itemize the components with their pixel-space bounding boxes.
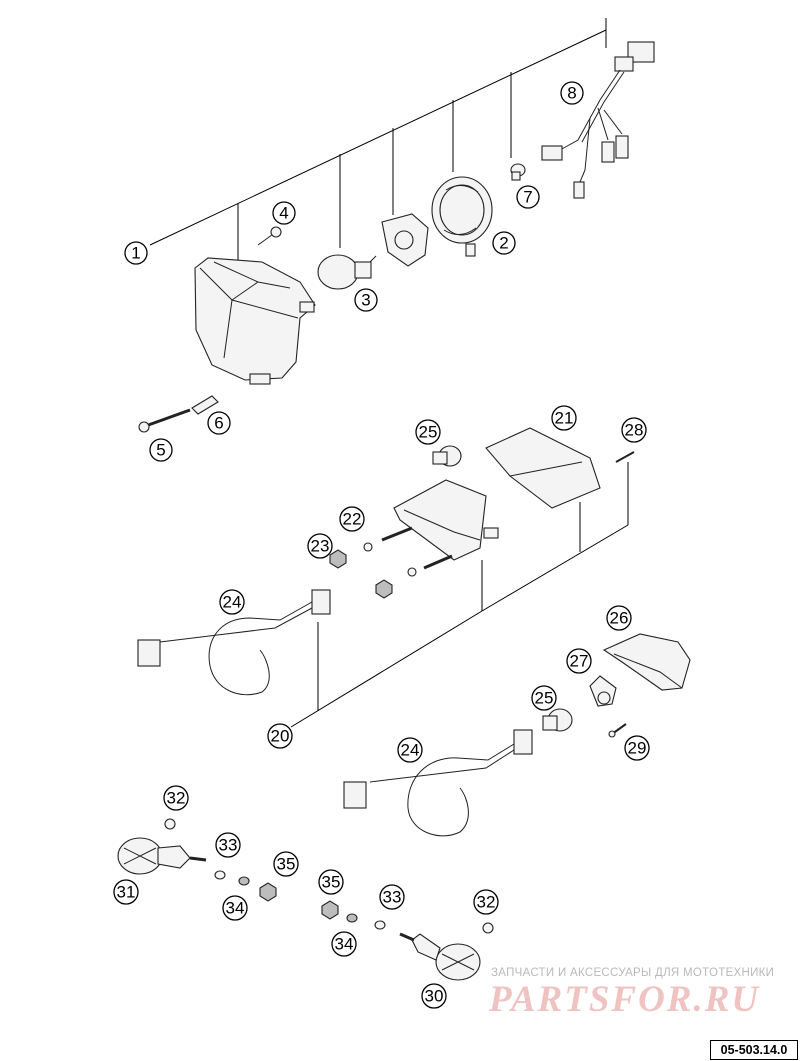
callout: 2 xyxy=(492,231,516,255)
callout: 35 xyxy=(273,851,299,877)
callout-label: 29 xyxy=(628,739,647,758)
callout: 3 xyxy=(354,288,378,312)
headlight-housing xyxy=(194,257,316,385)
tail-bolts-22 xyxy=(363,526,453,577)
callout-label: 35 xyxy=(322,873,341,892)
bracket-27 xyxy=(589,675,617,707)
callout: 4 xyxy=(272,201,296,225)
small-bulb-7 xyxy=(510,163,526,181)
callout: 24 xyxy=(397,737,423,763)
cover-26 xyxy=(602,633,691,691)
washer-33-right xyxy=(374,920,386,930)
retaining-ring xyxy=(381,213,429,267)
callout: 7 xyxy=(516,185,540,209)
callout: 22 xyxy=(339,506,365,532)
callout: 32 xyxy=(473,889,499,915)
callout: 1 xyxy=(124,241,148,265)
callout: 28 xyxy=(621,417,647,443)
callout: 21 xyxy=(551,405,577,431)
nuts-23 xyxy=(329,549,393,599)
callout: 20 xyxy=(267,723,293,749)
leader-lines xyxy=(149,18,629,728)
callout-label: 32 xyxy=(477,893,496,912)
wiring-harness-8 xyxy=(541,41,655,199)
callout-label: 8 xyxy=(567,84,576,103)
callout-label: 25 xyxy=(535,689,554,708)
bulb-25-lower xyxy=(542,708,573,732)
nut-35-right xyxy=(321,900,339,920)
callout-label: 7 xyxy=(523,188,532,207)
callout-label: 32 xyxy=(167,789,186,808)
watermark-brand: PARTSFOR.RU xyxy=(489,979,761,1020)
callout-label: 33 xyxy=(219,836,238,855)
callout: 31 xyxy=(113,879,139,905)
callout-label: 34 xyxy=(226,899,245,918)
callout: 24 xyxy=(219,589,245,615)
rubber-cover-2 xyxy=(431,176,493,257)
callout: 33 xyxy=(379,884,405,910)
callout-label: 34 xyxy=(335,935,354,954)
callout-label: 25 xyxy=(419,423,438,442)
callout-label: 4 xyxy=(279,204,288,223)
callout-label: 24 xyxy=(223,593,242,612)
callout-label: 1 xyxy=(131,244,140,263)
screw-32-left xyxy=(164,818,176,830)
lockwasher-34-left xyxy=(238,876,250,886)
screw-5 xyxy=(138,408,191,433)
screw-29 xyxy=(608,723,627,738)
screw-28 xyxy=(615,451,635,463)
cable-24-lower xyxy=(343,729,533,837)
lockwasher-34-right xyxy=(346,913,358,923)
tail-light-housing xyxy=(393,479,499,561)
callout-label: 20 xyxy=(271,727,290,746)
callout: 25 xyxy=(415,419,441,445)
callout: 27 xyxy=(566,648,592,674)
callout: 6 xyxy=(207,411,231,435)
spacer-6 xyxy=(191,395,219,415)
callout: 8 xyxy=(560,81,584,105)
callout-label: 30 xyxy=(425,987,444,1006)
callout: 5 xyxy=(149,438,173,462)
turn-signal-31 xyxy=(117,837,207,875)
callout-label: 26 xyxy=(610,609,629,628)
callout: 33 xyxy=(215,832,241,858)
callout-label: 33 xyxy=(383,888,402,907)
callout: 26 xyxy=(606,605,632,631)
callout-label: 35 xyxy=(277,855,296,874)
callout-label: 2 xyxy=(499,234,508,253)
screw-32-right xyxy=(482,922,494,934)
callout-label: 28 xyxy=(625,421,644,440)
callout: 34 xyxy=(222,895,248,921)
callout-label: 3 xyxy=(361,291,370,310)
callout: 23 xyxy=(307,533,333,559)
lens-21 xyxy=(485,427,601,509)
nut-35-left xyxy=(259,882,277,902)
callout-label: 22 xyxy=(343,510,362,529)
callout-label: 6 xyxy=(214,414,223,433)
bulb-3 xyxy=(317,254,377,290)
watermark-subtitle: ЗАПЧАСТИ И АКСЕССУАРЫ ДЛЯ МОТОТЕХНИКИ xyxy=(491,967,775,979)
screw-4 xyxy=(257,226,282,246)
callout-label: 23 xyxy=(311,537,330,556)
cable-24-upper xyxy=(137,589,331,696)
callout-label: 5 xyxy=(156,441,165,460)
callout-label: 24 xyxy=(401,741,420,760)
callout: 30 xyxy=(421,983,447,1009)
turn-signal-30 xyxy=(399,932,481,981)
washer-33-left xyxy=(214,870,226,880)
callout-label: 31 xyxy=(117,883,136,902)
callout: 35 xyxy=(318,869,344,895)
callout: 25 xyxy=(531,685,557,711)
callout-label: 27 xyxy=(570,652,589,671)
bulb-25-top xyxy=(432,445,462,467)
callout: 34 xyxy=(331,931,357,957)
reference-code: 05-503.14.0 xyxy=(710,1040,798,1060)
callout-label: 21 xyxy=(555,409,574,428)
callout: 29 xyxy=(624,735,650,761)
callout: 32 xyxy=(163,785,189,811)
